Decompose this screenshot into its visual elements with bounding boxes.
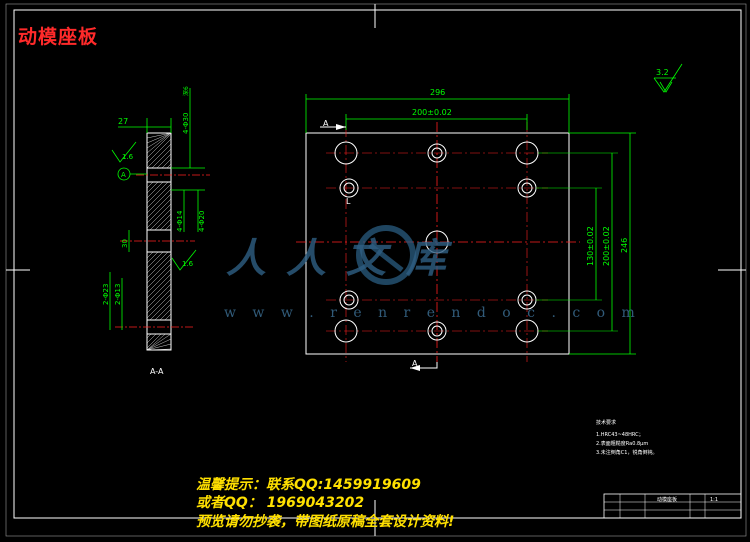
notes-item-3: 3.未注倒角C1，锐角倒钝。 [596,449,657,456]
plan-section-arrowhead-bottom [410,365,420,371]
notes-item-2: 2.表面粗糙度Ra0.8μm [596,440,648,447]
watermark-logo [356,225,416,285]
plan-dim-spacing-label: 200±0.02 [412,108,452,117]
hatch-line [146,348,172,351]
section-view-label: A-A [150,367,164,376]
hatch-line [146,132,172,144]
hatch-line [146,138,172,164]
plan-section-mark-bottom: A [412,359,418,368]
section-hatching [146,132,172,351]
hatch-line [146,283,172,309]
title-block-name: 动模座板 [657,496,677,503]
title-block [603,493,742,519]
section-dim-hole-mid-label: 4-Φ14 [176,210,184,232]
section-finish-label-2: 1.6 [182,260,194,268]
hatch-line [146,183,172,209]
plan-section-arrowhead-top [336,124,346,130]
hatch-line [146,208,172,234]
hatch-line [146,143,172,169]
plan-dim-height-label: 246 [620,238,629,253]
plan-hole-label: L [346,197,351,206]
hatch-line [146,133,172,159]
notice-line-2: 或者QQ： 1969043202 [196,495,365,511]
hatch-line [146,293,172,319]
section-dim-lower-hole1-label: 2-Φ23 [102,284,110,305]
hatch-line [146,178,172,204]
hatch-line [146,188,172,214]
section-finish-label-1: 1.6 [122,153,134,161]
hatch-line [146,198,172,224]
plan-hole-large-bl [334,319,358,343]
plan-hole-large-tl [334,141,358,165]
plan-dim-vert2-label: 200±0.02 [602,226,611,266]
plan-hole-cb-tl [339,178,359,198]
section-dim-hole-top-label: 4-Φ30 [182,113,190,134]
roughness-symbol-general [653,63,683,93]
plan-plate-outline [305,132,570,355]
section-datum-label: A [121,171,126,179]
hatch-line [146,338,172,351]
plan-hole-cb-bl [339,290,359,310]
plan-view [296,94,636,371]
watermark-text: 人人文库 [226,235,466,282]
notice-line-1: 温馨提示：联系QQ:1459919609 [196,477,421,493]
plan-section-mark-top: A [323,119,329,128]
plan-center-bore [425,230,449,254]
notice-line-3: 预览请勿抄袭，带图纸原稿全套设计资料! [196,514,455,530]
hatch-line [146,253,172,279]
section-dim-bore-label: 30 [121,239,129,248]
plan-dim-width-label: 296 [430,88,445,97]
hatch-line [146,248,172,274]
plan-hole-cb-bottom-center [427,321,447,341]
hatch-line [146,268,172,294]
hatch-line [146,263,172,289]
hatch-line [146,132,172,149]
drawing-title: 动模座板 [18,26,99,48]
hatch-line [146,343,172,351]
roughness-value: 3.2 [656,68,669,77]
watermark-url: w w w . r e n r e n d o c . c o m [224,305,641,321]
section-dim-lower-hole2-label: 2-Φ13 [114,284,122,305]
section-dim-top-width-label: 27 [118,117,128,126]
hatch-line [146,273,172,299]
section-roughness-symbol-2 [171,249,197,271]
section-view [109,88,210,351]
hatch-line [146,278,172,304]
hatch-line [146,193,172,219]
notes-heading: 技术要求 [596,419,616,426]
hatch-line [146,288,172,314]
title-block-sheet: 1:1 [710,497,718,503]
section-dim-hole-top-suffix: 深6 [182,86,190,96]
plan-hole-cb-top-center [427,143,447,163]
section-roughness-symbol-1 [111,141,137,163]
hatch-line [146,298,172,324]
drawing-border-outer [13,9,742,519]
section-dim-hole-mid2-label: 4-Φ20 [198,211,206,232]
hatch-line [146,203,172,229]
hatch-line [146,333,172,351]
notes-item-1: 1.HRC43~48HRC； [596,432,644,438]
plan-dim-vert1-label: 130±0.02 [586,226,595,266]
hatch-line [146,132,172,139]
hatch-line [146,132,172,154]
hatch-line [146,258,172,284]
